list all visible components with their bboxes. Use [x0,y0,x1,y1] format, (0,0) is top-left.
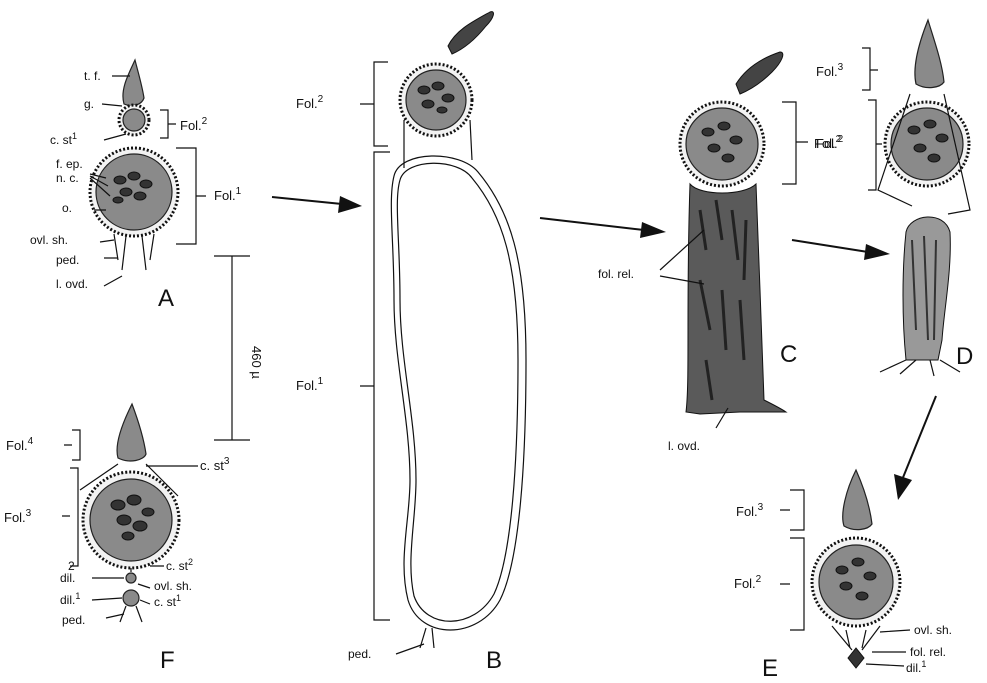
panel-a-drawing [90,60,178,270]
panel-label-e: E [762,655,778,682]
label-cst2-f: c. st2 [166,557,193,573]
panel-b-drawing [391,12,526,648]
label-cst1-f: c. st1 [154,593,181,609]
label-fol2-e: Fol.2 [734,574,762,591]
arrow-d-to-e [894,396,936,500]
arrow-a-to-b [272,196,362,213]
label-dil1-e: dil.1 [906,659,926,675]
label-dil2-f: dil. [60,571,75,585]
label-dil1-f: dil.1 [60,591,80,607]
label-fol2-b: Fol.2 [296,94,324,111]
label-fol3-e: Fol.3 [736,502,764,519]
label-fol1-b: Fol.1 [296,376,324,393]
panel-label-c: C [780,341,797,368]
panel-e-drawing [812,470,900,668]
label-ped-a: ped. [56,253,79,267]
label-o: o. [62,201,72,215]
panel-b-brackets [360,62,390,620]
label-fol1-a: Fol.1 [214,186,242,203]
label-folrel-e: fol. rel. [910,645,946,659]
arrow-b-to-c [540,218,666,238]
panel-d-drawing [878,20,970,376]
label-cst3-f: c. st3 [200,456,230,473]
label-lovd-c: l. ovd. [668,439,700,453]
label-fol2-a: Fol.2 [180,116,208,133]
label-tf: t. f. [84,69,101,83]
label-fep: f. ep. [56,157,83,171]
panel-label-d: D [956,343,973,370]
label-fol3-d: Fol.3 [816,62,844,79]
panel-label-b: B [486,647,502,674]
scale-bar [214,256,250,440]
label-fol2-d: Fol.2 [816,134,844,151]
scale-bar-label: 460 µ [249,346,264,379]
panel-label-f: F [160,647,175,674]
label-nc: n. c. [56,171,79,185]
label-lovd-a: l. ovd. [56,277,88,291]
panel-e-brackets [780,490,804,630]
label-folrel-c: fol. rel. [598,267,634,281]
panel-b-ped-leader [396,644,424,654]
label-ped-b: ped. [348,647,371,661]
panel-d-brackets [862,48,882,190]
panel-label-a: A [158,285,174,312]
panel-c-drawing [680,52,786,414]
label-cst1-a: c. st1 [50,131,77,147]
label-ped-f: ped. [62,613,85,627]
panel-f-brackets [62,430,80,566]
label-fol3-f: Fol.3 [4,508,32,525]
label-ovlsh-f: ovl. sh. [154,579,192,593]
panel-c-bracket [782,102,808,184]
label-ovlsh-a: ovl. sh. [30,233,68,247]
arrow-c-to-d [792,240,890,260]
label-fol4-f: Fol.4 [6,436,34,453]
label-ovlsh-e: ovl. sh. [914,623,952,637]
label-g: g. [84,97,94,111]
